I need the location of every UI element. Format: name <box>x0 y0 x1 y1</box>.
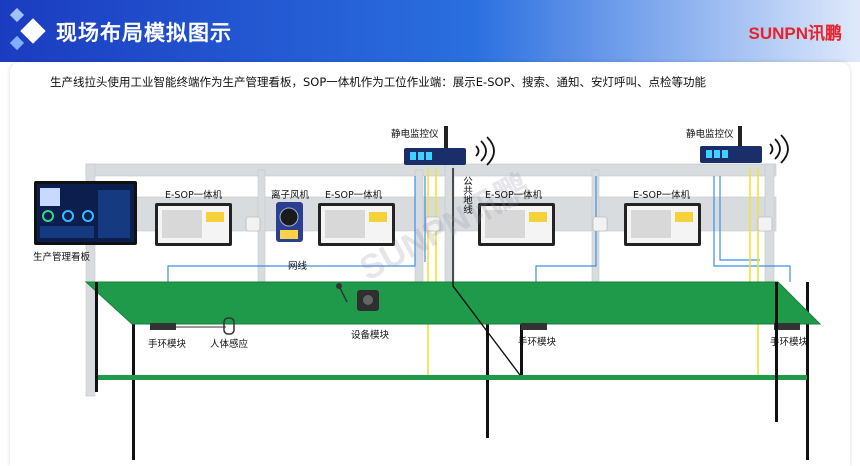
label-device-module: 设备模块 <box>351 330 390 341</box>
ion-fan-device <box>276 202 303 242</box>
label-static-monitor-1: 静电监控仪 <box>391 129 439 140</box>
label-static-monitor-2: 静电监控仪 <box>686 129 734 140</box>
diamond-logo-icon <box>10 8 46 51</box>
esop-terminal-1 <box>155 203 232 246</box>
esop-terminal-4 <box>624 203 701 246</box>
label-ground-wire: 公共地线 <box>461 176 472 214</box>
esop-terminal-2 <box>318 203 395 246</box>
content-card <box>10 62 850 466</box>
static-monitor-2 <box>700 126 762 163</box>
label-ion-fan: 离子风机 <box>271 190 310 201</box>
label-esop-1: E-SOP一体机 <box>165 190 223 201</box>
label-wristband-3: 手环模块 <box>770 337 809 348</box>
esop-terminal-3 <box>478 203 555 246</box>
device-module-unit <box>336 283 379 311</box>
label-production-board: 生产管理看板 <box>33 252 91 263</box>
wifi-icon <box>769 134 789 164</box>
wifi-icon <box>475 136 495 166</box>
description-text: 生产线拉头使用工业智能终端作为生产管理看板，SOP一体机作为工位作业端：展示E-… <box>50 75 706 89</box>
static-monitor-1 <box>404 126 466 165</box>
production-board-screen <box>34 181 137 245</box>
label-esop-4: E-SOP一体机 <box>633 190 691 201</box>
brand-logo: SUNPN讯鹏 <box>748 24 842 43</box>
header-bar: 现场布局模拟图示 SUNPN讯鹏 <box>0 0 860 62</box>
label-esop-2: E-SOP一体机 <box>325 190 383 201</box>
workbench-rail <box>95 375 807 380</box>
label-esop-3: E-SOP一体机 <box>485 190 543 201</box>
label-network-cable: 网线 <box>288 261 308 272</box>
wristband-modules <box>150 323 800 330</box>
label-body-sensor: 人体感应 <box>210 339 249 350</box>
label-wristband-2: 手环模块 <box>518 337 557 348</box>
power-outlets <box>245 216 773 232</box>
front-legs <box>95 282 778 422</box>
page-title: 现场布局模拟图示 <box>56 21 232 45</box>
label-wristband-1: 手环模块 <box>148 339 187 350</box>
workbench-top <box>84 281 822 325</box>
ground-wire-line <box>452 168 521 376</box>
body-sensor-device <box>176 317 235 335</box>
